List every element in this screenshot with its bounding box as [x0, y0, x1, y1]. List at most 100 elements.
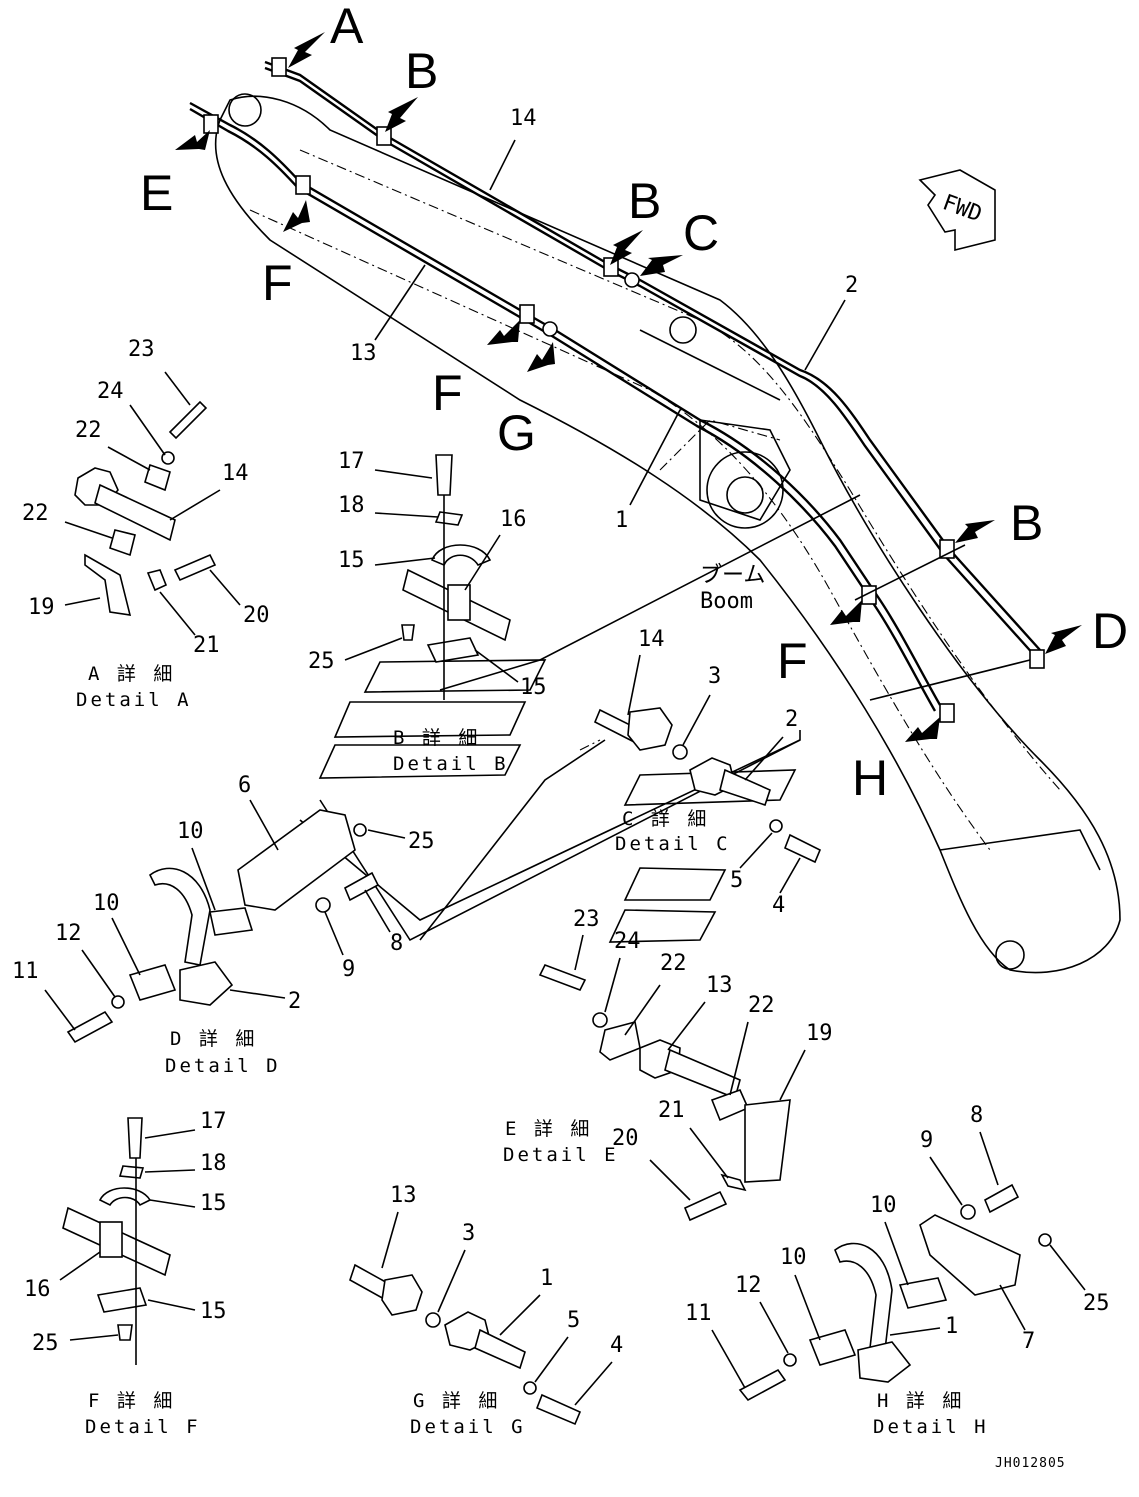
arrow-d — [1045, 625, 1082, 654]
part-number-detail-d-0: 6 — [238, 773, 251, 798]
detail-e: 23 24 22 13 22 19 21 20 E 詳 細 Detail E — [503, 907, 833, 1222]
letter-c: C — [683, 205, 719, 261]
fwd-label: FWD — [939, 190, 985, 227]
part-number-detail-e-5: 19 — [806, 1021, 833, 1046]
part-number-detail-h-8: 7 — [1022, 1329, 1035, 1354]
hydraulic-lines — [189, 60, 1041, 712]
part-number-detail-g-3: 5 — [567, 1308, 580, 1333]
part-number-detail-f-2: 15 — [200, 1191, 227, 1216]
detail-f: 17 18 15 16 15 25 F 詳 細 Detail F — [24, 1109, 227, 1438]
part-number-detail-e-6: 21 — [658, 1098, 685, 1123]
fwd-indicator: FWD — [918, 169, 996, 252]
detail-a-caption-en: Detail A — [76, 689, 192, 711]
boom-label-en: Boom — [700, 589, 753, 614]
part-number-detail-a-5: 19 — [28, 595, 55, 620]
part-number-detail-g-2: 1 — [540, 1266, 553, 1291]
boom-label: ブーム Boom — [700, 563, 765, 614]
detail-b-caption-jp: B 詳 細 — [393, 727, 480, 749]
arrow-e — [175, 130, 210, 150]
arrow-f-top — [283, 200, 310, 232]
arrow-b-right — [955, 520, 995, 543]
part-number-detail-f-4: 15 — [200, 1299, 227, 1324]
part-number-detail-b-1: 18 — [338, 493, 365, 518]
part-number-detail-h-3: 10 — [780, 1245, 807, 1270]
letter-f-mid: F — [432, 365, 463, 421]
detail-h-caption-jp: H 詳 細 — [877, 1390, 964, 1412]
letter-d: D — [1092, 603, 1128, 659]
part-number-detail-h-7: 25 — [1083, 1291, 1110, 1316]
detail-frames — [318, 659, 801, 943]
part-number-detail-f-0: 17 — [200, 1109, 227, 1134]
part-number-detail-a-3: 14 — [222, 461, 249, 486]
part-number-detail-b-2: 16 — [500, 507, 527, 532]
detail-b-caption-en: Detail B — [393, 753, 509, 775]
part-number-detail-e-0: 23 — [573, 907, 600, 932]
letter-g: G — [497, 405, 536, 461]
part-number-detail-e-3: 13 — [706, 973, 733, 998]
part-number-detail-b-3: 15 — [338, 548, 365, 573]
part-number-detail-a-6: 21 — [193, 633, 220, 658]
part-number-detail-g-4: 4 — [610, 1333, 623, 1358]
boom-label-jp: ブーム — [700, 563, 765, 588]
detail-c: 14 3 2 5 4 C 詳 細 Detail C — [593, 627, 822, 918]
arrow-f-mid1 — [487, 320, 520, 345]
part-number-detail-c-3: 5 — [730, 868, 743, 893]
part-number-detail-e-7: 20 — [612, 1126, 639, 1151]
letter-b-top: B — [405, 43, 438, 99]
detail-h-caption-en: Detail H — [873, 1416, 989, 1438]
callout-arrows — [175, 32, 1082, 742]
part-number-detail-h-6: 1 — [945, 1314, 958, 1339]
letter-e: E — [140, 165, 173, 221]
part-number-detail-d-1: 10 — [177, 819, 204, 844]
letter-b-mid: B — [628, 173, 661, 229]
main-part-numbers: 14 13 2 1 — [350, 106, 858, 533]
part-number-detail-g-0: 13 — [390, 1183, 417, 1208]
part-13-main: 13 — [350, 341, 377, 366]
letter-f-right: F — [777, 633, 808, 689]
detail-f-caption-en: Detail F — [85, 1416, 201, 1438]
detail-b: 17 18 16 15 25 15 B 詳 細 Detail B — [308, 449, 547, 775]
detail-e-caption-en: Detail E — [503, 1144, 619, 1166]
part-number-detail-b-4: 25 — [308, 649, 335, 674]
part-number-detail-f-5: 25 — [32, 1331, 59, 1356]
part-number-detail-a-2: 22 — [75, 418, 102, 443]
letter-h: H — [852, 750, 888, 806]
part-number-detail-g-1: 3 — [462, 1221, 475, 1246]
arrow-f-right — [830, 600, 862, 625]
part-number-detail-c-0: 14 — [638, 627, 665, 652]
part-1-main: 1 — [615, 508, 628, 533]
part-number-detail-e-2: 22 — [660, 951, 687, 976]
detail-letters: A B E B C F F G B D F H — [140, 0, 1128, 806]
arrow-b-top — [385, 97, 418, 132]
part-number-detail-b-0: 17 — [338, 449, 365, 474]
part-number-detail-h-4: 12 — [735, 1273, 762, 1298]
part-number-detail-c-2: 2 — [785, 707, 798, 732]
arrow-a — [288, 32, 325, 68]
part-number-detail-d-5: 11 — [12, 959, 39, 984]
detail-d-caption-en: Detail D — [165, 1055, 281, 1077]
part-number-detail-a-4: 22 — [22, 501, 49, 526]
part-number-detail-h-2: 10 — [870, 1193, 897, 1218]
arrow-f-mid2 — [527, 342, 555, 372]
part-number-detail-d-3: 10 — [93, 891, 120, 916]
detail-e-caption-jp: E 詳 細 — [505, 1118, 592, 1140]
detail-d-caption-jp: D 詳 細 — [170, 1028, 257, 1050]
detail-a: 23 24 22 14 22 19 21 20 A 詳 細 Detail A — [22, 337, 270, 711]
arrow-h — [905, 717, 940, 742]
part-number-detail-c-1: 3 — [708, 664, 721, 689]
part-number-detail-e-1: 24 — [614, 929, 641, 954]
part-number-detail-c-4: 4 — [772, 893, 785, 918]
part-number-detail-h-5: 11 — [685, 1301, 712, 1326]
letter-b-right: B — [1010, 495, 1043, 551]
detail-h: 8 9 10 10 12 11 1 25 7 H 詳 細 Detail H — [685, 1103, 1110, 1438]
part-number-detail-f-3: 16 — [24, 1277, 51, 1302]
line-clamps — [203, 57, 1045, 723]
part-number-detail-a-1: 24 — [97, 379, 124, 404]
detail-g-caption-en: Detail G — [410, 1416, 526, 1438]
part-number-detail-d-6: 9 — [342, 957, 355, 982]
letter-f-top: F — [262, 255, 293, 311]
part-number-detail-d-8: 2 — [288, 989, 301, 1014]
detail-g: 13 3 1 5 4 G 詳 細 Detail G — [349, 1183, 623, 1438]
detail-f-caption-jp: F 詳 細 — [88, 1390, 175, 1412]
